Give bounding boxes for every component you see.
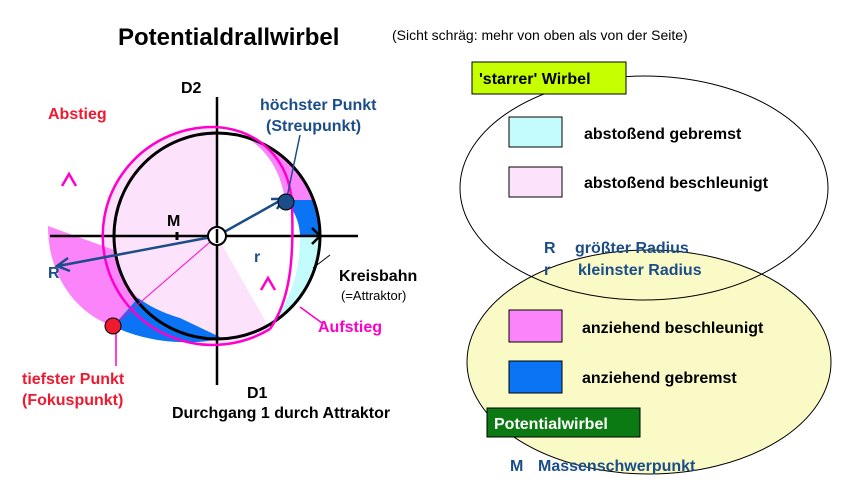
legend: 'starrer' Wirbel abstoßend gebremst abst… bbox=[459, 61, 832, 475]
arrow-kreisbahn-icon bbox=[311, 227, 322, 245]
swatch-anziehend-gebremst bbox=[508, 360, 563, 394]
aufstieg-pointer bbox=[299, 306, 323, 324]
legend-abstossend-gebremst: abstoßend gebremst bbox=[584, 126, 742, 143]
label-streupunkt: (Streupunkt) bbox=[266, 118, 361, 135]
page-subtitle: (Sicht schräg: mehr von oben als von der… bbox=[392, 27, 688, 43]
swatch-anziehend-beschleunigt bbox=[508, 309, 563, 343]
legend-anziehend-gebremst: anziehend gebremst bbox=[582, 370, 737, 387]
legend-r-big-text: größter Radius bbox=[575, 240, 689, 257]
label-m: M bbox=[167, 213, 180, 230]
potentialwirbel-label: Potentialwirbel bbox=[494, 416, 608, 433]
label-abstieg: Abstieg bbox=[48, 106, 107, 123]
trajectory-arrows bbox=[60, 171, 277, 291]
potentialwirbel-tag bbox=[486, 407, 641, 438]
swatch-abstossend-beschleunigt bbox=[508, 166, 563, 198]
label-attraktor: (=Attraktor) bbox=[341, 288, 406, 303]
streupunkt-pointer bbox=[285, 134, 301, 203]
label-fokuspunkt: (Fokuspunkt) bbox=[22, 392, 123, 409]
label-d2: D2 bbox=[181, 80, 202, 97]
streupunkt-dot bbox=[277, 193, 295, 211]
radius-small-line bbox=[216, 197, 284, 238]
label-d1: D1 bbox=[247, 385, 268, 402]
fokus-connector bbox=[112, 235, 218, 327]
fokuspunkt-dot bbox=[104, 317, 122, 335]
arrow-aufstieg-icon bbox=[259, 275, 277, 291]
kreisbahn-pointer bbox=[312, 254, 331, 269]
radius-big-arrow-icon bbox=[54, 256, 71, 273]
label-hoechster-punkt: höchster Punkt bbox=[260, 97, 377, 114]
starrer-wirbel-tag bbox=[471, 61, 627, 95]
legend-r-big-key: R bbox=[544, 240, 556, 257]
region-anziehend-beschleunigt-left bbox=[48, 226, 138, 326]
legend-abstossend-beschleunigt: abstoßend beschleunigt bbox=[584, 175, 769, 192]
legend-anziehend-beschleunigt: anziehend beschleunigt bbox=[582, 320, 764, 337]
legend-mass-text: Massenschwerpunkt bbox=[538, 458, 696, 475]
label-small-r: r bbox=[254, 249, 260, 266]
starrer-wirbel-label: 'starrer' Wirbel bbox=[479, 71, 591, 88]
region-anziehend-gebremst-bottom bbox=[113, 298, 222, 343]
label-aufstieg: Aufstieg bbox=[318, 319, 382, 336]
legend-r-small-key: r bbox=[544, 262, 550, 279]
radius-lines bbox=[54, 197, 286, 273]
label-tiefster-punkt: tiefster Punkt bbox=[22, 371, 125, 388]
legend-ellipse-starrer bbox=[459, 75, 829, 301]
legend-r-small-text: kleinster Radius bbox=[578, 262, 702, 279]
radius-big-line bbox=[57, 234, 218, 268]
legend-mass-key: M bbox=[510, 458, 523, 475]
label-durchgang: Durchgang 1 durch Attraktor bbox=[172, 405, 390, 422]
arrow-abstieg-icon bbox=[60, 171, 78, 187]
label-big-r: R bbox=[48, 265, 60, 282]
swatch-abstossend-gebremst bbox=[508, 116, 563, 148]
trajectory-outer bbox=[101, 125, 271, 347]
page-title: Potentialdrallwirbel bbox=[118, 24, 339, 51]
label-kreisbahn: Kreisbahn bbox=[339, 268, 417, 285]
